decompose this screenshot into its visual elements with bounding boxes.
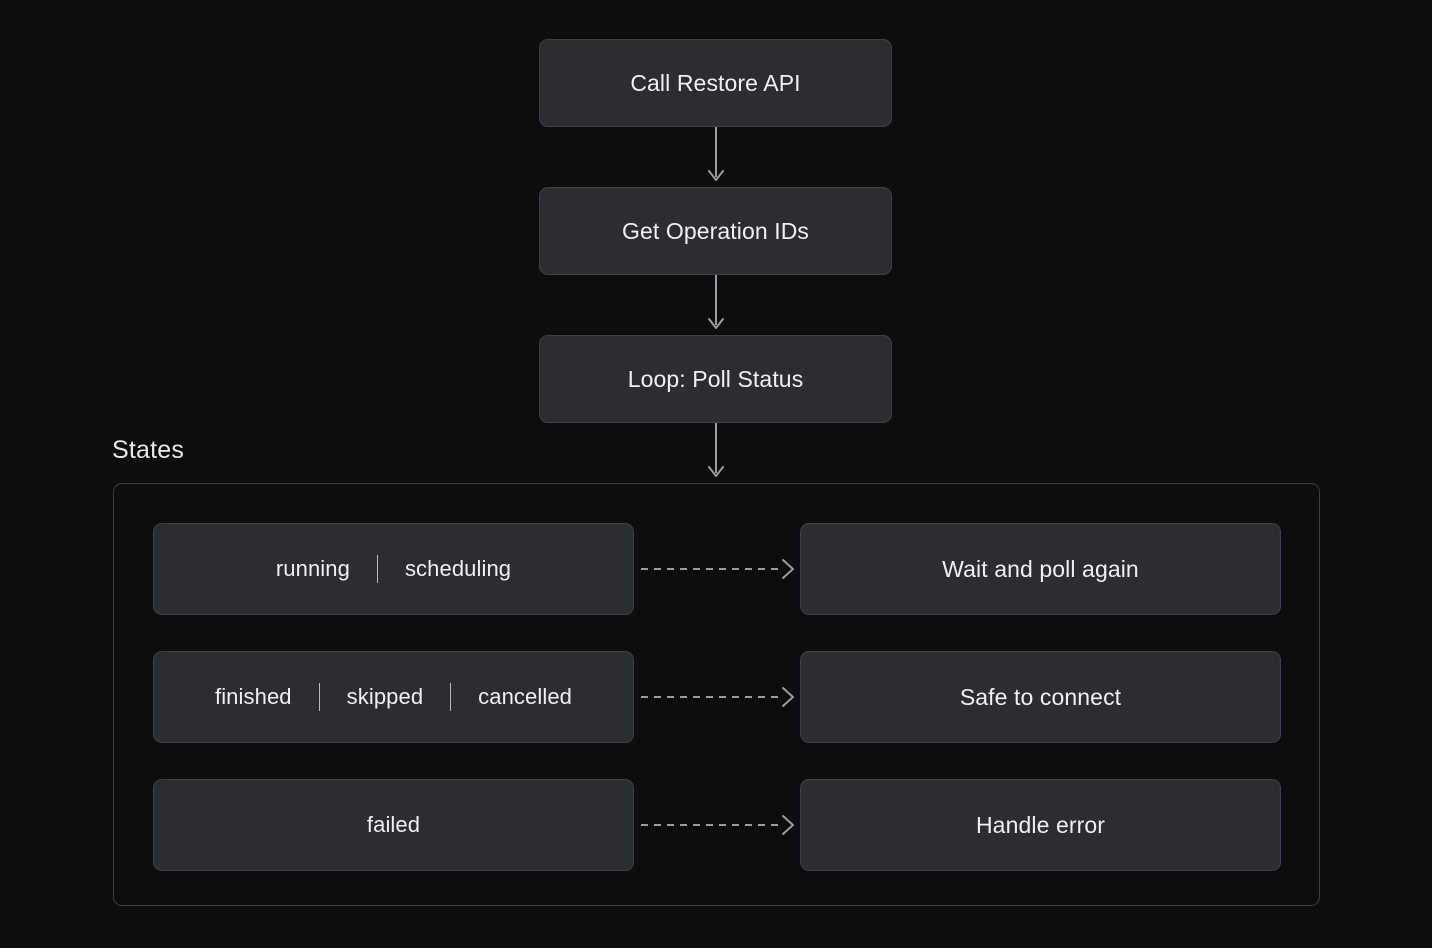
flow-node-call-restore-api[interactable]: Call Restore API xyxy=(539,39,892,127)
states-group-container: running scheduling Wait and poll again f… xyxy=(113,483,1320,906)
states-group-label: States xyxy=(112,436,185,464)
state-box-finished-skipped-cancelled[interactable]: finished skipped cancelled xyxy=(153,651,634,743)
state-separator-icon xyxy=(318,683,320,711)
state-box-failed[interactable]: failed xyxy=(153,779,634,871)
flow-node-label: Call Restore API xyxy=(630,69,801,96)
state-row: failed Handle error xyxy=(114,779,1319,871)
state-separator-icon xyxy=(376,555,378,583)
outcome-label: Safe to connect xyxy=(959,683,1122,710)
state-token: skipped xyxy=(346,684,424,709)
outcome-label: Handle error xyxy=(975,811,1106,838)
dashed-arrow-right-icon xyxy=(641,681,801,713)
arrow-down-icon xyxy=(700,275,732,337)
dashed-arrow-right-icon xyxy=(641,553,801,585)
state-row: running scheduling Wait and poll again xyxy=(114,523,1319,615)
state-box-running-scheduling[interactable]: running scheduling xyxy=(153,523,634,615)
state-token: failed xyxy=(366,812,421,837)
flow-node-loop-poll-status[interactable]: Loop: Poll Status xyxy=(539,335,892,423)
arrow-down-icon xyxy=(700,423,732,485)
flow-node-label: Get Operation IDs xyxy=(621,217,810,244)
dashed-arrow-right-icon xyxy=(641,809,801,841)
state-token: cancelled xyxy=(478,684,573,709)
outcome-box-handle-error[interactable]: Handle error xyxy=(800,779,1281,871)
state-token: finished xyxy=(214,684,292,709)
outcome-box-wait-and-poll-again[interactable]: Wait and poll again xyxy=(800,523,1281,615)
state-separator-icon xyxy=(450,683,452,711)
outcome-label: Wait and poll again xyxy=(942,555,1139,582)
flow-node-label: Loop: Poll Status xyxy=(627,365,804,392)
state-token: running xyxy=(275,556,350,581)
state-token: scheduling xyxy=(404,556,512,581)
outcome-box-safe-to-connect[interactable]: Safe to connect xyxy=(800,651,1281,743)
state-row: finished skipped cancelled Safe to conne… xyxy=(114,651,1319,743)
arrow-down-icon xyxy=(700,127,732,189)
flow-node-get-operation-ids[interactable]: Get Operation IDs xyxy=(539,187,892,275)
